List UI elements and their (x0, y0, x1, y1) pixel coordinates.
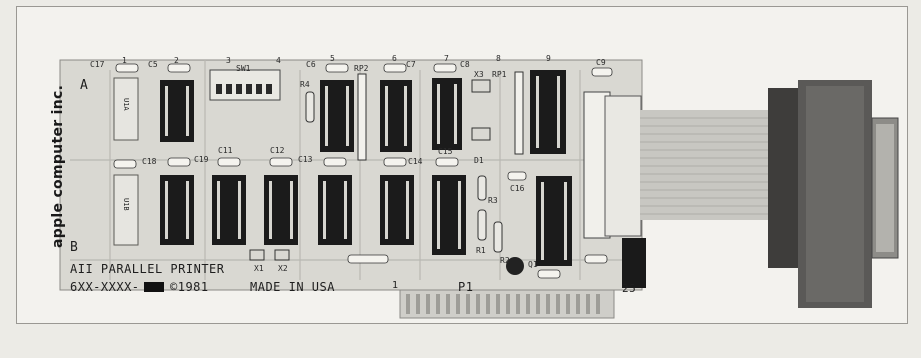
connector-key (622, 238, 646, 288)
resistor-pack-rp2 (357, 73, 367, 161)
capacitors (113, 63, 613, 279)
dip-switch-toggles (216, 84, 272, 94)
ref-x2: X2 (278, 264, 288, 273)
crystals (249, 79, 491, 261)
ref-c14: C14 (408, 157, 423, 166)
pin-25-label: 25 (622, 282, 637, 295)
ref-5: 5 (330, 54, 335, 63)
ref-rp1: RP1 (492, 70, 507, 79)
copyright: ©1981 (170, 280, 209, 294)
ref-3: 3 (226, 56, 231, 65)
ref-c19: C19 (194, 155, 209, 164)
connector-p1-label: P1 (458, 280, 474, 294)
row-label-a: A (80, 78, 89, 93)
ref-r1: R1 (476, 246, 486, 255)
ref-c18: C18 (142, 157, 157, 166)
resistors (305, 91, 503, 253)
socket-u1b-label: U1B (122, 198, 130, 211)
ref-sw1: SW1 (236, 64, 251, 73)
ref-c12: C12 (270, 146, 285, 155)
ref-r3: R3 (488, 196, 498, 205)
ref-rp2: RP2 (354, 64, 369, 73)
ref-c16: C16 (510, 184, 525, 193)
ref-r2: R2 (500, 256, 510, 265)
socket-u1b (113, 174, 139, 246)
ref-9: 9 (546, 54, 551, 63)
ref-x1: X1 (254, 264, 264, 273)
socket-u1a (113, 77, 139, 141)
ref-d1: D1 (474, 156, 484, 165)
ref-c17: C17 (90, 60, 105, 69)
ribbon-cable (640, 110, 770, 220)
ref-c11: C11 (218, 146, 233, 155)
row-label-b: B (70, 240, 79, 255)
ribbon-plug (604, 95, 642, 237)
ref-c8: C8 (460, 60, 470, 69)
ref-8: 8 (496, 54, 501, 63)
chip-pins (165, 76, 567, 260)
ref-c7: C7 (406, 60, 416, 69)
ref-r4: R4 (300, 80, 310, 89)
ref-c5: C5 (148, 60, 158, 69)
ref-c9: C9 (596, 58, 606, 67)
edge-fingers (406, 294, 600, 314)
ref-4: 4 (276, 56, 281, 65)
pin-1-label: 1 (392, 280, 399, 291)
transistor-q1 (506, 257, 524, 275)
ref-q1: Q1 (528, 260, 538, 269)
ref-6: 6 (392, 54, 397, 63)
brand-logo-text: apple computer inc. (50, 84, 66, 248)
ref-c6: C6 (306, 60, 316, 69)
resistor-pack-rp1 (514, 71, 524, 155)
socket-u1a-label: U1A (122, 98, 130, 111)
part-number: 6XX-XXXX- (70, 280, 140, 294)
ref-c13: C13 (298, 155, 313, 164)
board-title: AII PARALLEL PRINTER (70, 262, 225, 276)
ref-x3: X3 (474, 70, 484, 79)
ref-c15: C15 (438, 147, 453, 156)
made-in-usa: MADE IN USA (250, 280, 335, 294)
ref-7: 7 (444, 54, 449, 63)
part-number-block (144, 282, 164, 292)
db25-connector (768, 80, 899, 308)
ref-1: 1 (122, 56, 127, 65)
ref-2: 2 (174, 56, 179, 65)
